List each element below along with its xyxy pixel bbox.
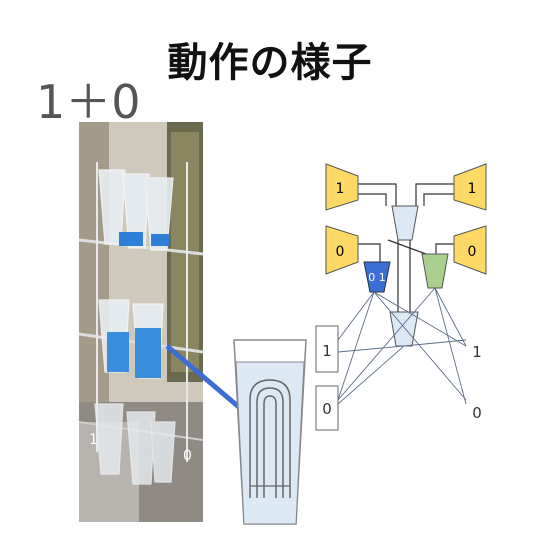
funnel-left-1: 1 xyxy=(325,163,359,211)
device-photo: 1 0 xyxy=(79,122,203,522)
funnel-right-1: 1 xyxy=(453,163,487,211)
blue-cup-label: 0 1 xyxy=(368,271,386,284)
bottom-cup xyxy=(389,311,419,347)
equation-label: 1＋0 xyxy=(36,75,141,129)
funnel-right-0-label: 0 xyxy=(468,244,477,260)
top-cup xyxy=(391,205,419,241)
output-right-1-label: 1 xyxy=(472,343,482,361)
page-title: 動作の様子 xyxy=(167,40,373,86)
blue-cup: 0 1 xyxy=(363,261,391,293)
funnel-left-1-label: 1 xyxy=(336,181,345,197)
green-cup xyxy=(421,253,449,289)
funnel-left-0-label: 0 xyxy=(336,244,345,260)
funnel-right-1-label: 1 xyxy=(468,181,477,197)
output-left-1-label: 1 xyxy=(322,342,332,360)
photo-label-left: 1 xyxy=(89,432,98,448)
output-right-0-label: 0 xyxy=(472,404,482,422)
output-left-0-label: 0 xyxy=(322,400,332,418)
zoom-connector xyxy=(165,344,242,410)
funnel-right-0: 0 xyxy=(453,225,487,275)
output-left-1: 1 xyxy=(315,325,339,373)
enlarged-siphon-cup xyxy=(233,339,307,525)
output-left-0: 0 xyxy=(315,385,339,431)
photo-label-right: 0 xyxy=(183,448,192,464)
funnel-left-0: 0 xyxy=(325,225,359,275)
